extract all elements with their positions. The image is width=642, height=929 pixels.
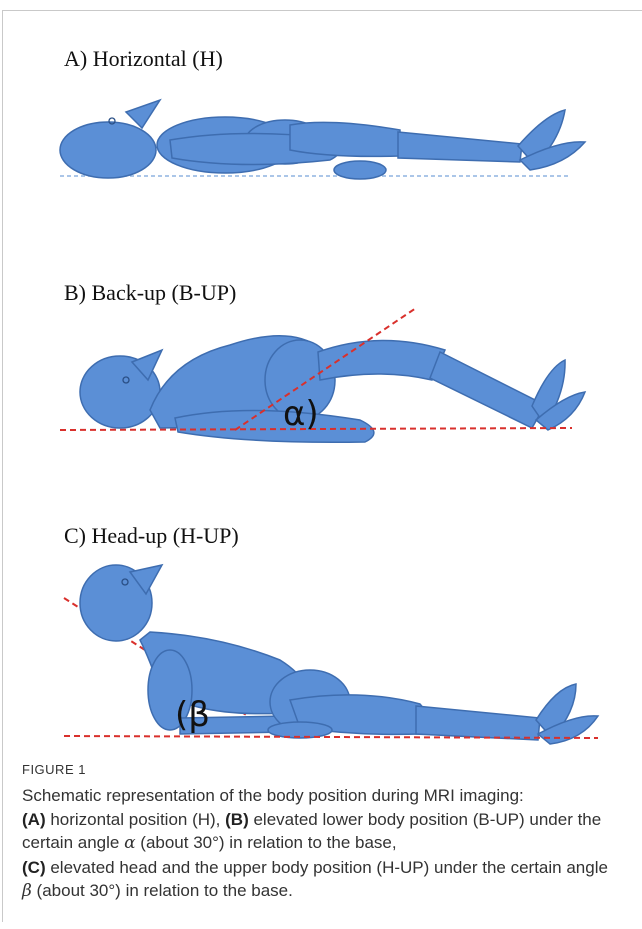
panel-c-beta-label: (β — [175, 695, 210, 735]
caption-a-text: horizontal position (H), — [46, 810, 226, 829]
panel-b-shin — [430, 352, 545, 428]
panel-a-figure — [60, 100, 585, 179]
caption-beta-symbol: β — [22, 881, 32, 901]
caption-b-tail: (about 30°) in relation to the base, — [136, 833, 397, 852]
panel-b-alpha-label: α) — [283, 394, 319, 434]
panel-b-arm — [175, 410, 374, 442]
caption-intro: Schematic representation of the body pos… — [22, 786, 524, 805]
panel-a-head — [60, 122, 156, 178]
caption-c-tail: (about 30°) in relation to the base. — [32, 881, 293, 900]
panel-c-figure — [64, 565, 598, 744]
panel-c-hand — [268, 722, 332, 738]
caption-b-tag: (B) — [225, 810, 249, 829]
body-position-illustration: .bp { fill: #5b8fd6; stroke: #3e6db0; st… — [0, 0, 642, 760]
panel-a-thigh — [290, 122, 400, 156]
caption-c-text: elevated head and the upper body positio… — [46, 858, 608, 877]
figure-label: FIGURE 1 — [22, 762, 86, 777]
caption-alpha-symbol: α — [124, 833, 135, 853]
figure-caption: Schematic representation of the body pos… — [22, 784, 622, 904]
panel-b-figure — [60, 308, 585, 442]
panel-c-shin — [416, 706, 540, 740]
panel-a-shin — [398, 132, 522, 162]
caption-a-tag: (A) — [22, 810, 46, 829]
panel-a-nose — [126, 100, 160, 128]
panel-a-hand — [334, 161, 386, 179]
caption-c-tag: (C) — [22, 858, 46, 877]
